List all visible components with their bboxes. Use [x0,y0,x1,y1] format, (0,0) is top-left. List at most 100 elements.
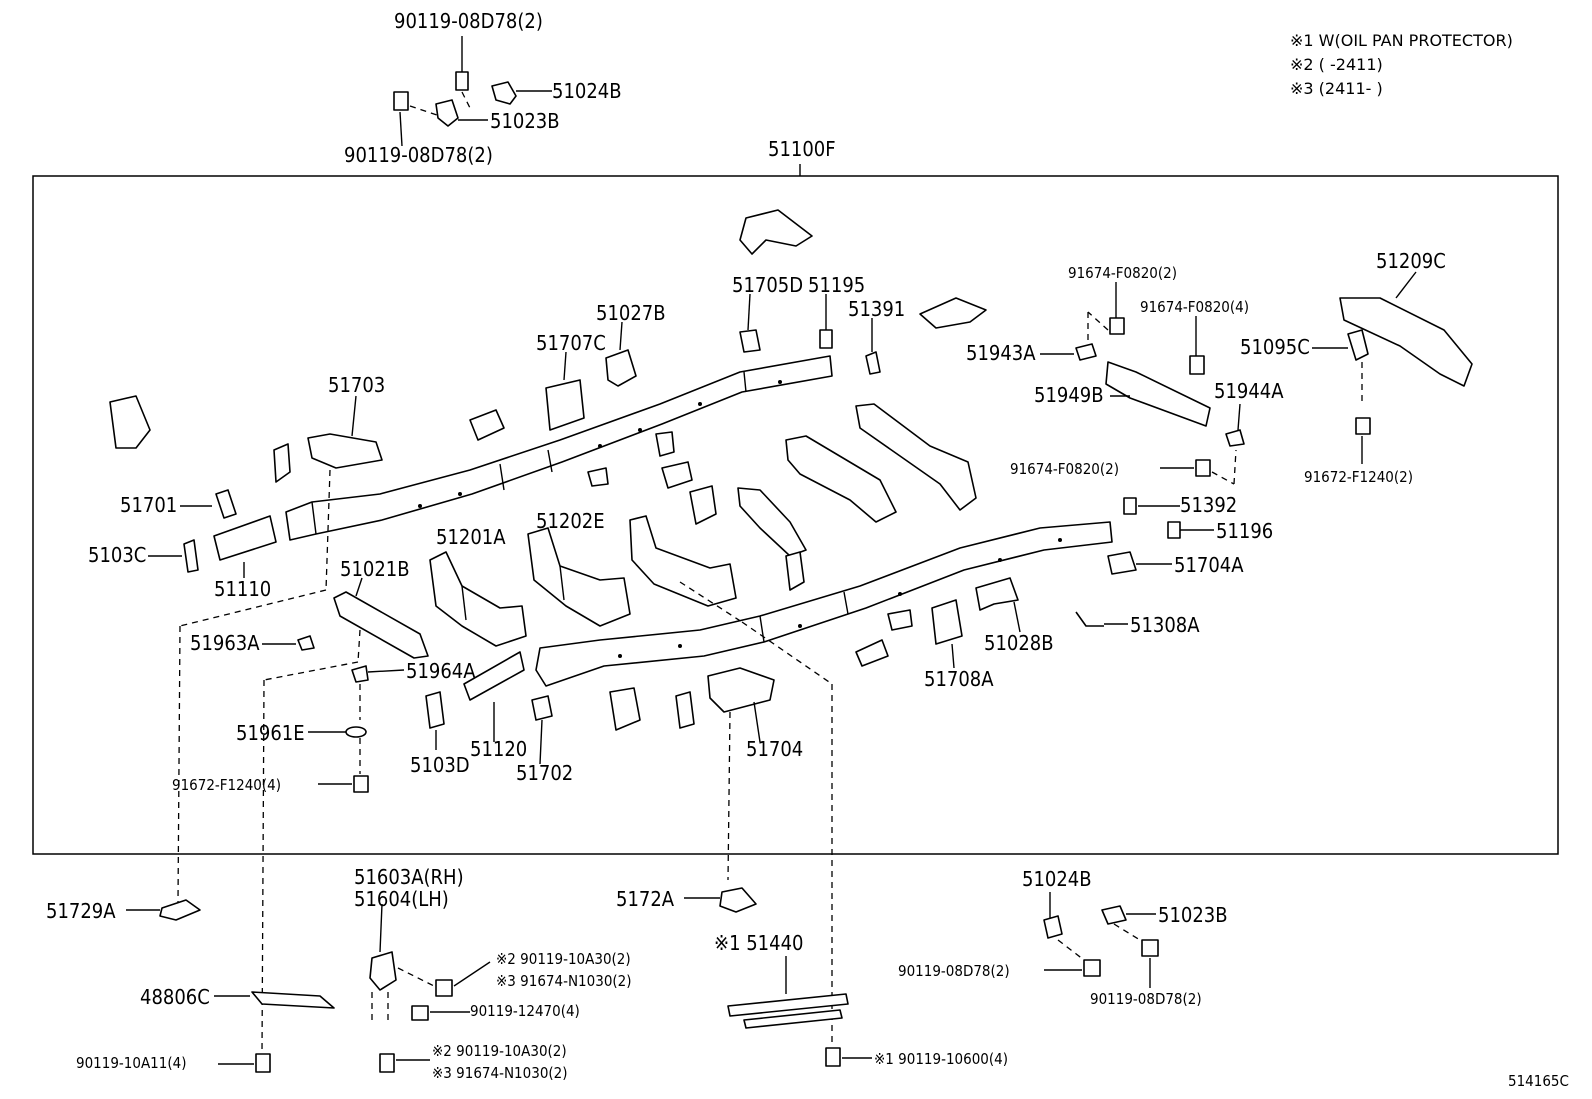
bracket-51110[interactable] [213,515,277,561]
label-ref1-51440: ※1 51440 [714,931,803,955]
bracket-51028B[interactable] [975,577,1019,611]
bracket-51703[interactable] [307,433,383,469]
bolt-90119-08D78-bot-2[interactable] [1141,939,1159,957]
label-91672-F1240-4: 91672-F1240(4) [172,776,281,794]
bracket-51391-side[interactable] [919,297,987,329]
bracket-5103D[interactable] [425,691,445,729]
bolt-90119-10A11[interactable] [255,1053,271,1073]
label-51202E: 51202E [536,509,605,533]
bracket-misc-2[interactable] [655,431,675,457]
bracket-51702[interactable] [531,695,553,721]
bracket-51704[interactable] [707,667,775,713]
bracket-misc-8[interactable] [609,687,641,731]
label-91674-F0820-a: 91674-F0820(2) [1068,264,1177,282]
bolt-91672-F1240-2[interactable] [1355,417,1371,435]
bolt-91672-F1240-4[interactable] [353,775,369,793]
crossmember-rear-1[interactable] [785,435,897,523]
crossmember-51202E[interactable] [527,527,631,627]
bolt-91674-F0820-a[interactable] [1109,317,1125,335]
bolt-91674-F0820-4[interactable] [1189,355,1205,375]
bracket-5103C[interactable] [183,539,199,573]
clip-51943A[interactable] [1075,343,1097,361]
bracket-left-2[interactable] [273,443,291,483]
frame-rail-right[interactable] [535,521,1113,687]
crossmember-center[interactable] [629,515,737,607]
bolt-top-1[interactable] [455,36,469,91]
label-51963A: 51963A [190,631,260,655]
bracket-misc-9[interactable] [675,691,695,729]
label-51195: 51195 [808,273,865,297]
clip-51963A[interactable] [297,635,315,651]
bracket-51024B-bot[interactable] [1043,915,1063,939]
clip-51964A[interactable] [351,665,369,683]
bracket-misc-3[interactable] [661,461,693,489]
label-51201A: 51201A [436,525,506,549]
label-51110: 51110 [214,577,271,601]
bracket-51195[interactable] [819,329,833,349]
bracket-51024B-top[interactable] [491,81,552,105]
diagram-id: 514165C [1508,1072,1569,1090]
label-51023B-top: 51023B [490,109,560,133]
bracket-51023B-bot[interactable] [1101,905,1127,925]
crossmember-51201A[interactable] [429,551,527,647]
bracket-misc-4[interactable] [689,485,717,525]
bracket-51944A[interactable] [1225,429,1245,447]
bolt-90119-10A30-a[interactable] [435,979,453,997]
bracket-51704A[interactable] [1107,551,1137,575]
label-51604: 51604(LH) [354,887,449,911]
bracket-51196[interactable] [1167,521,1181,539]
bracket-51708A[interactable] [931,599,963,645]
label-51729A: 51729A [46,899,116,923]
label-90119-08D78-bot-2: 90119-08D78(2) [1090,990,1202,1008]
bracket-51707C[interactable] [545,379,585,431]
bolt-90119-10600[interactable] [825,1047,841,1067]
crossmember-mid[interactable] [737,487,807,591]
bracket-51023B-top[interactable] [435,99,488,127]
frame-rail-left[interactable] [285,355,833,541]
clip-51961E[interactable] [345,726,367,738]
label-51703: 51703 [328,373,385,397]
bracket-51391[interactable] [865,351,881,375]
bracket-51120[interactable] [463,651,525,701]
note-1: ※1 W(OIL PAN PROTECTOR) [1290,31,1513,50]
bolt-90119-10A30-b[interactable] [379,1053,395,1073]
label-ref3-91674-N1030-a: ※3 91674-N1030(2) [496,972,632,990]
bracket-51308A[interactable] [1075,611,1104,627]
crossmember-51021B[interactable] [333,591,429,659]
bracket-51603A-51604[interactable] [369,951,397,991]
label-90119-12470: 90119-12470(4) [470,1002,580,1020]
label-51308A: 51308A [1130,613,1200,637]
bracket-51392[interactable] [1123,497,1137,515]
crossmember-rear-2[interactable] [855,403,977,511]
label-90119-08D78-bot-1: 90119-08D78(2) [898,962,1010,980]
bracket-misc-5[interactable] [587,467,609,487]
bolt-90119-08D78-bot-1[interactable] [1083,959,1101,977]
bracket-51095C[interactable] [1347,329,1369,361]
plate-5172A[interactable] [719,887,757,913]
label-51100F: 51100F [768,137,836,161]
plate-51729A[interactable] [159,899,201,921]
label-51961E: 51961E [236,721,305,745]
label-51391: 51391 [848,297,905,321]
bolt-90119-12470[interactable] [411,1005,429,1021]
bracket-misc-7[interactable] [855,639,889,667]
label-48806C: 48806C [140,985,210,1009]
bracket-51701[interactable] [215,489,237,519]
note-2: ※2 ( -2411) [1290,55,1383,74]
bolt-91674-F0820-b[interactable] [1195,459,1211,477]
label-51704: 51704 [746,737,803,761]
bracket-misc-6[interactable] [887,609,913,631]
bracket-51705D[interactable] [739,329,761,353]
label-51603A: 51603A(RH) [354,865,464,889]
bracket-top-center[interactable] [739,209,813,255]
label-51392: 51392 [1180,493,1237,517]
crossmember-51209C[interactable] [1339,297,1473,387]
bracket-48806C[interactable] [251,991,335,1009]
bracket-left-1[interactable] [109,395,151,449]
protector-51440[interactable] [727,993,849,1029]
bolt-top-2[interactable] [393,91,409,147]
label-51708A: 51708A [924,667,994,691]
bracket-51027B[interactable] [605,349,637,387]
crossmember-51949B[interactable] [1105,361,1211,427]
bracket-misc-1[interactable] [469,409,505,441]
